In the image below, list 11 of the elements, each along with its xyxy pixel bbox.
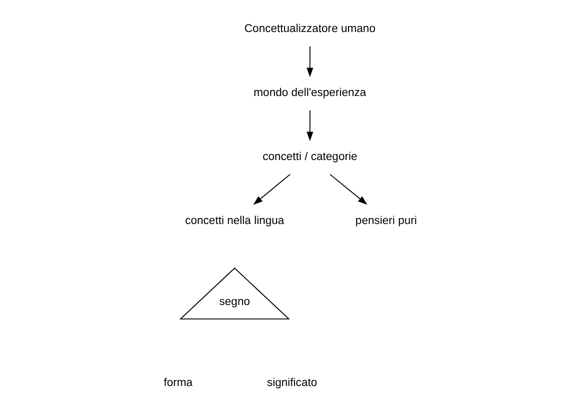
node-text: concetti nella lingua <box>184 214 284 227</box>
node-text: pensieri puri <box>354 214 416 227</box>
node-text: concetti / categorie <box>262 150 357 163</box>
arrow <box>306 46 313 78</box>
label: forma <box>163 376 192 389</box>
arrow <box>306 110 313 142</box>
node-text: Concettualizzatore umano <box>244 22 375 35</box>
node-text: mondo dell'esperienza <box>253 86 366 99</box>
arrow <box>252 174 290 205</box>
arrow <box>329 174 367 205</box>
label: significato <box>266 376 317 389</box>
